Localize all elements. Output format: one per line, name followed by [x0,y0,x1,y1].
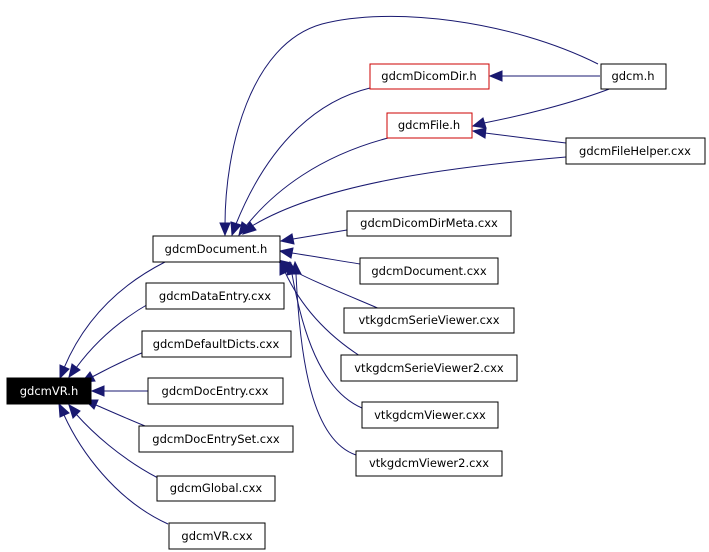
node-gdcmDocument-cxx[interactable]: gdcmDocument.cxx [359,257,499,285]
svg-text:vtkgdcmViewer.cxx: vtkgdcmViewer.cxx [374,408,486,422]
edge-gdcmGlobal-cxx-to-gdcmVR-h [68,403,159,479]
node-vtkgdcmViewer-cxx[interactable]: vtkgdcmViewer.cxx [361,401,499,429]
node-gdcmDocEntry-cxx[interactable]: gdcmDocEntry.cxx [147,377,284,405]
node-gdcmDocEntrySet-cxx[interactable]: gdcmDocEntrySet.cxx [138,425,294,453]
node-gdcmGlobal-cxx[interactable]: gdcmGlobal.cxx [156,475,276,502]
svg-text:gdcmDicomDirMeta.cxx: gdcmDicomDirMeta.cxx [360,216,498,230]
edge-gdcmDocEntry-cxx-to-gdcmVR-h [90,385,148,397]
svg-text:gdcmDataEntry.cxx: gdcmDataEntry.cxx [159,289,271,303]
edge-vtkgdcmViewer-cxx-to-gdcmDocument-h [286,260,363,409]
edge-gdcmFileHelper-cxx-to-gdcmFile-h [471,127,567,144]
edge-gdcmDocument-h-to-gdcmVR-h [59,261,166,380]
edge-gdcmDicomDirMeta-cxx-to-gdcmDocument-h [279,229,348,245]
edge-gdcmDataEntry-cxx-to-gdcmVR-h [68,302,151,379]
svg-text:gdcmFile.h: gdcmFile.h [398,118,460,132]
svg-text:gdcmDicomDir.h: gdcmDicomDir.h [381,69,476,83]
svg-text:gdcmDocEntrySet.cxx: gdcmDocEntrySet.cxx [152,432,280,446]
node-gdcmVR-cxx[interactable]: gdcmVR.cxx [168,522,266,550]
node-vtkgdcmViewer2-cxx[interactable]: vtkgdcmViewer2.cxx [355,450,503,477]
node-gdcmDefaultDicts-cxx[interactable]: gdcmDefaultDicts.cxx [141,330,292,358]
node-gdcm-h[interactable]: gdcm.h [600,63,667,90]
edge-gdcm-h-to-gdcmDocument-h [219,15,599,237]
node-vtkgdcmSerieViewer2-cxx[interactable]: vtkgdcmSerieViewer2.cxx [340,354,518,382]
edge-vtkgdcmViewer2-cxx-to-gdcmDocument-h [290,260,357,456]
edge-gdcmDocEntrySet-cxx-to-gdcmVR-h [83,399,151,429]
edge-gdcm-h-to-gdcmFile-h [471,87,613,129]
node-gdcmDicomDir-h[interactable]: gdcmDicomDir.h [369,63,490,90]
node-gdcmDocument-h[interactable]: gdcmDocument.h [152,235,281,263]
svg-text:gdcmVR.cxx: gdcmVR.cxx [181,529,252,543]
node-gdcmDataEntry-cxx[interactable]: gdcmDataEntry.cxx [145,282,285,310]
svg-text:vtkgdcmSerieViewer2.cxx: vtkgdcmSerieViewer2.cxx [354,361,504,375]
edge-vtkgdcmSerieViewer2-cxx-to-gdcmDocument-h [279,260,361,357]
node-gdcmDicomDirMeta-cxx[interactable]: gdcmDicomDirMeta.cxx [346,210,512,237]
edge-gdcmDocument-cxx-to-gdcmDocument-h [278,247,361,265]
svg-text:vtkgdcmSerieViewer.cxx: vtkgdcmSerieViewer.cxx [358,313,499,327]
svg-text:gdcmDefaultDicts.cxx: gdcmDefaultDicts.cxx [153,337,280,351]
node-vtkgdcmSerieViewer-cxx[interactable]: vtkgdcmSerieViewer.cxx [343,307,515,334]
node-gdcmVR-h[interactable]: gdcmVR.h [6,377,92,405]
svg-text:gdcmGlobal.cxx: gdcmGlobal.cxx [170,481,263,495]
svg-text:gdcmDocument.h: gdcmDocument.h [165,242,268,256]
svg-text:gdcmDocument.cxx: gdcmDocument.cxx [371,264,486,278]
svg-text:gdcm.h: gdcm.h [611,69,654,83]
edge-gdcmVR-cxx-to-gdcmVR-h [58,402,169,525]
node-gdcmFileHelper-cxx[interactable]: gdcmFileHelper.cxx [565,137,706,165]
edge-gdcmDicomDir-h-to-gdcmDocument-h [230,87,371,237]
svg-text:vtkgdcmViewer2.cxx: vtkgdcmViewer2.cxx [369,456,489,470]
edge-gdcmFile-h-to-gdcmDocument-h [238,137,389,237]
svg-text:gdcmDocEntry.cxx: gdcmDocEntry.cxx [162,384,269,398]
node-gdcmFile-h[interactable]: gdcmFile.h [386,112,473,139]
svg-text:gdcmFileHelper.cxx: gdcmFileHelper.cxx [579,144,691,158]
svg-text:gdcmVR.h: gdcmVR.h [20,384,79,398]
edge-gdcm-h-to-gdcmDicomDir-h [488,70,600,82]
